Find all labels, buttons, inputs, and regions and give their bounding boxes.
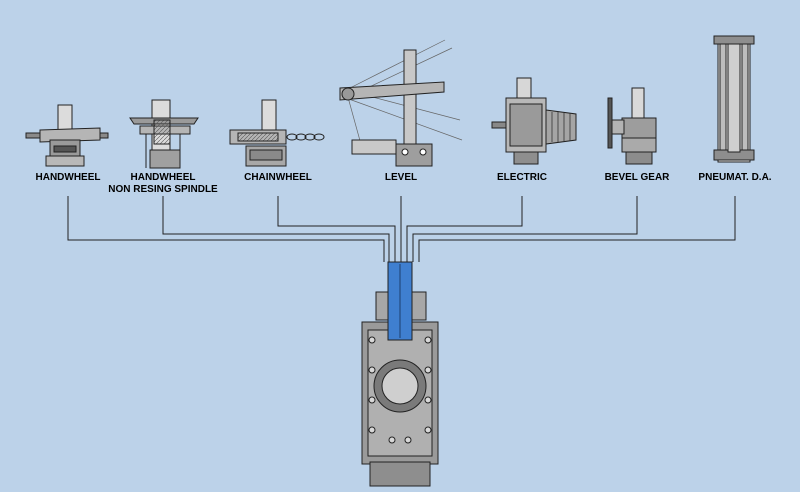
label-pneumatic: PNEUMAT. D.A. [698, 172, 772, 183]
label-handwheel: HANDWHEEL [35, 172, 101, 183]
handwheel-nrs-icon [129, 99, 199, 169]
bevel-gear-icon [607, 87, 657, 165]
knife-gate-valve-icon [361, 261, 439, 487]
lever-icon [339, 39, 463, 167]
pneumatic-cylinder-icon [713, 35, 755, 163]
label-handwheel-nrs: HANDWHEEL NON RESING SPINDLE [108, 172, 217, 196]
label-electric: ELECTRIC [497, 172, 547, 183]
handwheel-icon [25, 104, 109, 167]
electric-actuator-icon [491, 77, 577, 165]
label-handwheel-nrs-sub: NON RESING SPINDLE [108, 184, 218, 195]
label-chainwheel: CHAINWHEEL [244, 172, 312, 183]
label-bevel-gear: BEVEL GEAR [604, 172, 670, 183]
connector-lines [67, 196, 736, 262]
chainwheel-icon [229, 99, 325, 167]
label-level: LEVEL [384, 172, 418, 183]
label-handwheel-nrs-title: HANDWHEEL [130, 172, 196, 183]
